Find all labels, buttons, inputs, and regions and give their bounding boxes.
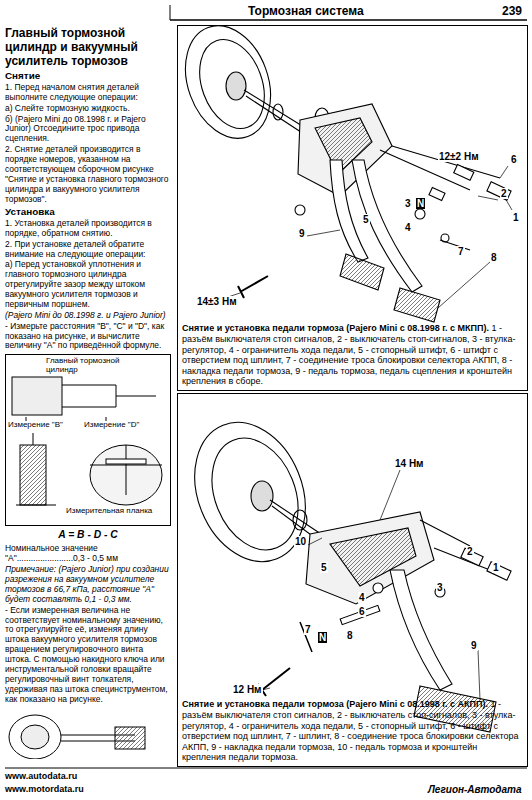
body-text: 2. При установке деталей обратите вниман… [5,240,171,260]
measurement-figure [6,355,170,523]
caption-heading: Снятие и установка педали тормоза (Pajer… [182,323,489,333]
page-header: Тормозная система [248,4,364,18]
figure-label: Измерение "D" [84,421,168,430]
figure-frame: Снятие и установка педали тормоза (Pajer… [177,393,528,767]
callout-number: 9 [470,640,478,651]
figure-frame: Снятие и установка педали тормоза (Pajer… [177,25,528,391]
callout-number: 7 [304,624,312,635]
page-number: 239 [502,4,522,18]
callout-number: 8 [490,252,498,263]
callout-number: N [318,632,327,643]
formula: A = B - D - C [5,529,171,541]
callout-number: 2 [466,546,474,557]
figure-label: Главный тормозной цилиндр [46,357,136,375]
section-title: Главный тормозной цилиндр и вакуумный ус… [5,27,171,68]
callout-number: 3 [404,198,412,209]
callout-number: 8 [346,630,354,641]
callout-number: 5 [362,214,370,225]
callout-number: 6 [510,154,518,165]
footer-url: www.autodata.ru [5,771,77,781]
caption-heading: Снятие и установка педали тормоза (Pajer… [182,699,488,709]
body-text: 1. Перед началом снятия деталей выполнит… [5,83,171,103]
callout-number: 12±2 Нм [438,151,480,162]
figure-label: Измерительная планка [66,507,166,516]
callout-number: 2 [500,188,508,199]
callout-number: N [416,198,425,209]
callout-number: 12 Нм [232,684,263,695]
wrench-figure [5,707,169,759]
callout-number: 1 [512,212,520,223]
callout-number: 7 [457,246,465,257]
callout-number: 14 Нм [394,458,425,469]
footer-publisher: Легион-Автодата [428,784,522,795]
note: (Pajero Mini до 08.1998 г. и Pajero Juni… [5,311,171,321]
callout-number: 6 [358,606,366,617]
callout-number: 1 [492,562,500,573]
callout-number: 9 [298,228,306,239]
note: Примечание: (Pajero Junior) при создании… [5,565,171,605]
subheading: Установка [5,206,171,218]
callout-number: 14±3 Нм [196,296,238,307]
body-text: 1. Установка деталей производится в поря… [5,219,171,239]
subheading: Снятие [5,70,171,82]
body-text: - Если измеренная величина не соответств… [5,606,171,705]
figure-label: Измерение "В" [8,421,78,430]
callout-number: 3 [436,582,444,593]
body-text: Номинальное значение "А"................… [5,544,171,564]
body-text: б) (Pajero Mini до 08.1998 г. и Pajero J… [5,115,171,145]
footer-url: www.motordata.ru [5,784,84,794]
figure-caption: Снятие и установка педали тормоза (Pajer… [182,323,523,387]
body-text: - Измерьте расстояния "В", "С" и "D", ка… [5,322,171,352]
figure-caption: Снятие и установка педали тормоза (Pajer… [182,699,523,763]
callout-number: 4 [404,222,412,233]
body-text: а) Перед установкой уплотнения и главног… [5,260,171,309]
callout-number: 10 [294,536,307,547]
callout-number: 5 [320,562,328,573]
callout-number: 4 [358,592,366,603]
body-text: а) Слейте тормозную жидкость. [5,104,171,114]
body-text: 2. Снятие деталей производится в порядке… [5,145,171,204]
